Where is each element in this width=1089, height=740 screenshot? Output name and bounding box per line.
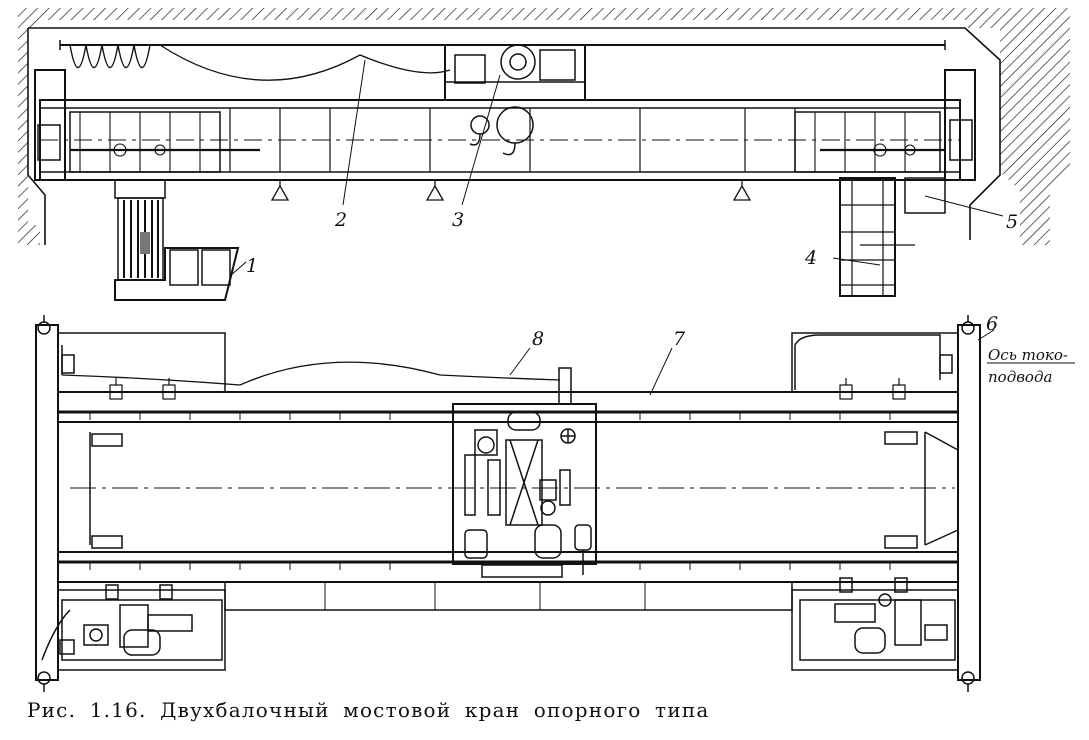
axis-label-line1: Ось токо- xyxy=(988,346,1068,364)
elevation-view xyxy=(18,8,1070,301)
plan-view xyxy=(35,315,995,692)
label-8: 8 xyxy=(532,328,544,350)
label-5: 5 xyxy=(1006,211,1018,233)
label-1: 1 xyxy=(246,255,258,277)
label-6: 6 xyxy=(986,313,998,335)
figure-caption: Рис. 1.16. Двухбалочный мостовой кран оп… xyxy=(27,698,710,722)
building-wall-hatch xyxy=(18,8,1070,245)
label-7: 7 xyxy=(673,328,686,350)
label-4: 4 xyxy=(804,247,817,269)
label-2: 2 xyxy=(334,209,347,231)
axis-label-line2: подвода xyxy=(988,368,1052,386)
label-3: 3 xyxy=(452,209,464,231)
